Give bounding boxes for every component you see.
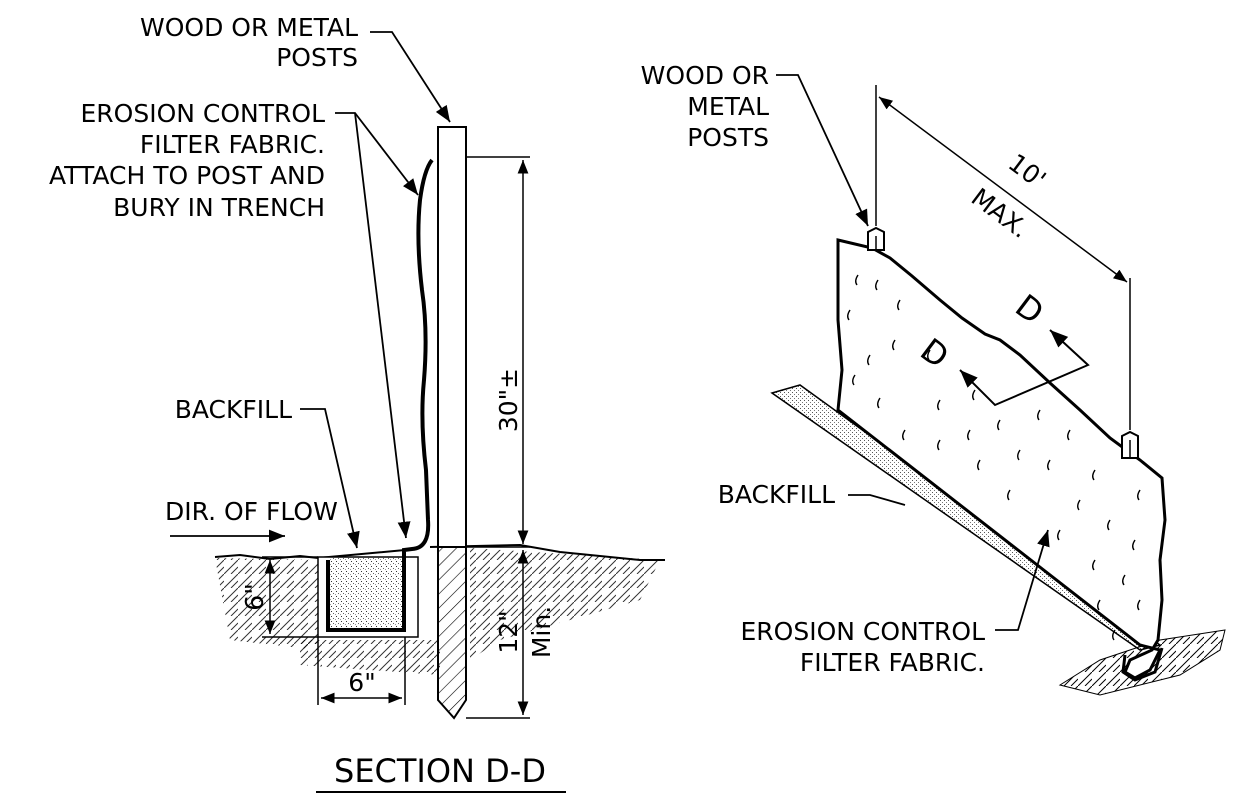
fabric-bottom-tuck bbox=[1121, 647, 1164, 682]
label-perspective-fabric-2: FILTER FABRIC. bbox=[800, 648, 985, 677]
leader-perspective-fabric bbox=[995, 529, 1050, 631]
label-posts-line2: POSTS bbox=[276, 43, 358, 72]
section-mark-1: D bbox=[1008, 287, 1051, 332]
dim-trench-depth-label: 6" bbox=[240, 583, 269, 610]
spacing-dim-line bbox=[878, 96, 1128, 283]
label-posts-line1: WOOD OR METAL bbox=[140, 13, 358, 42]
fabric-in-trench bbox=[326, 158, 434, 632]
leader-posts bbox=[370, 31, 451, 123]
label-fabric-line1: EROSION CONTROL bbox=[81, 99, 326, 128]
leader-backfill bbox=[300, 408, 360, 549]
label-backfill: BACKFILL bbox=[175, 395, 292, 424]
label-fabric-line4: BURY IN TRENCH bbox=[113, 193, 325, 222]
spacing-label: 10' bbox=[1003, 148, 1051, 194]
perspective-post-1 bbox=[867, 226, 885, 251]
section-title: SECTION D-D bbox=[334, 752, 546, 790]
leader-perspective-posts bbox=[776, 74, 869, 227]
leader-perspective-backfill bbox=[848, 494, 906, 506]
label-perspective-posts-1: WOOD OR bbox=[641, 61, 769, 90]
label-perspective-fabric-1: EROSION CONTROL bbox=[741, 617, 986, 646]
earth-hatching-2 bbox=[470, 548, 660, 660]
label-fabric-line3: ATTACH TO POST AND bbox=[49, 161, 325, 190]
post bbox=[437, 126, 467, 548]
dim-height-label: 30"± bbox=[494, 368, 523, 432]
section-d-d: WOOD OR METAL POSTS EROSION CONTROL FILT… bbox=[49, 13, 665, 793]
post-buried bbox=[437, 546, 467, 720]
label-perspective-posts-2: METAL bbox=[687, 92, 769, 121]
spacing-note: MAX. bbox=[966, 182, 1034, 244]
fabric-panel bbox=[836, 238, 1167, 680]
dim-depth-label: 12" bbox=[494, 610, 523, 653]
perspective-post-2 bbox=[1121, 430, 1139, 459]
section-cut-line bbox=[959, 329, 1090, 407]
label-fabric-line2: FILTER FABRIC. bbox=[140, 130, 325, 159]
label-perspective-backfill: BACKFILL bbox=[718, 480, 835, 509]
dim-depth-note: Min. bbox=[527, 606, 556, 658]
dim-trench-width-label: 6" bbox=[348, 668, 375, 697]
leader-fabric-1 bbox=[335, 112, 419, 196]
label-flow: DIR. OF FLOW bbox=[165, 497, 338, 526]
label-perspective-posts-3: POSTS bbox=[687, 123, 769, 152]
fabric-texture bbox=[847, 274, 1141, 641]
backfill-fill bbox=[330, 557, 402, 629]
perspective-view: 10' MAX. D D WOOD OR METAL POSTS BACKFIL… bbox=[641, 61, 1226, 696]
leader-fabric-2 bbox=[354, 112, 411, 539]
